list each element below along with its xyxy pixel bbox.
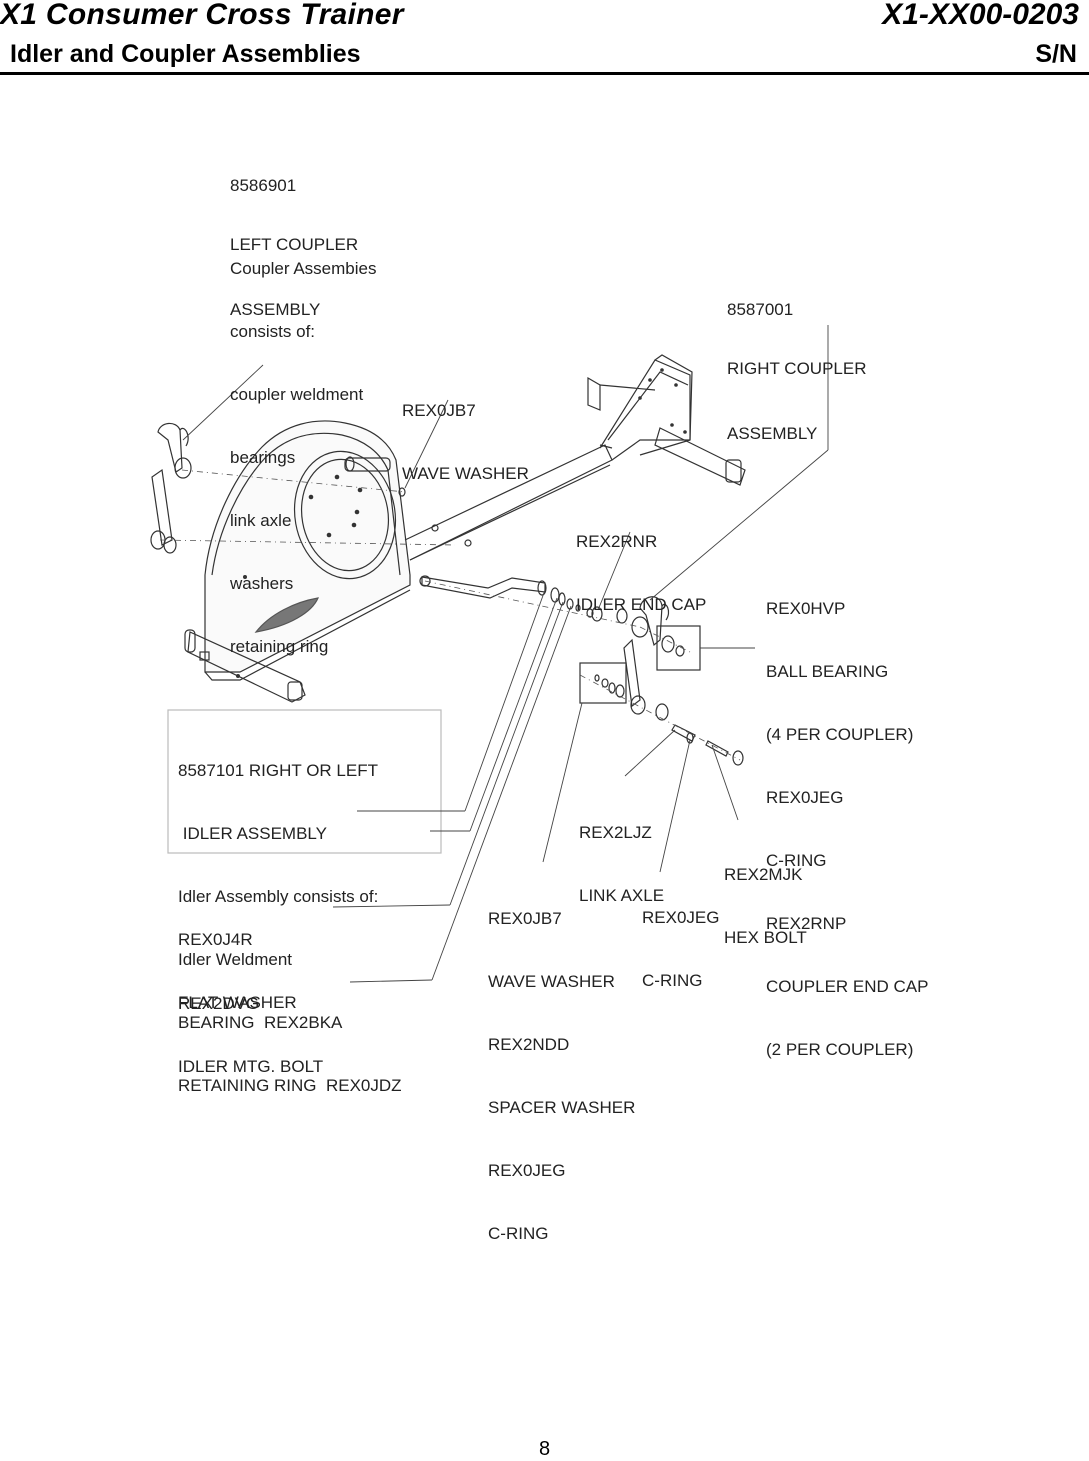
c-ring-detail-box [579, 662, 627, 704]
right-coupler-label: 8587001 RIGHT COUPLER ASSEMBLY [727, 300, 867, 443]
document-title: X1 Consumer Cross Trainer [0, 0, 404, 31]
idler-hardware [537, 580, 603, 622]
section-subtitle: Idler and Coupler Assemblies [10, 40, 361, 68]
idler-arm [419, 575, 546, 599]
link-axle-label: REX2LJZ LINK AXLE [579, 823, 665, 905]
coupler-contents-label: Coupler Assembies consists of: coupler w… [230, 259, 377, 656]
flat-washer-label: REX0J4R FLAT WASHER [178, 930, 297, 1012]
idler-assembly-box [167, 709, 442, 854]
main-beam [404, 444, 613, 561]
part-number: X1-XX00-0203 [882, 0, 1079, 31]
left-coupler [150, 422, 192, 554]
right-stack-label: REX0HVP BALL BEARING (4 PER COUPLER) REX… [766, 599, 929, 1059]
hex-bolt-label: REX2MJK HEX BOLT [724, 865, 807, 947]
serial-number-label: S/N [1035, 40, 1077, 68]
right-coupler [616, 596, 685, 721]
idler-bolt-label: REX2DVG IDLER MTG. BOLT [178, 994, 324, 1076]
wave-washer-top-label: REX0JB7 WAVE WASHER [402, 401, 529, 483]
header-divider [0, 72, 1089, 75]
link-axle-and-bolt [671, 724, 744, 766]
idler-assembly-label: 8587101 RIGHT OR LEFT IDLER ASSEMBLY Idl… [178, 761, 402, 1095]
exploded-view-diagram [150, 325, 829, 983]
c-ring-mid-label: REX0JEG C-RING [642, 908, 720, 990]
lower-hardware [594, 674, 625, 698]
left-coupler-label: 8586901 LEFT COUPLER ASSEMBLY [230, 176, 359, 319]
rear-stabilizer [184, 629, 306, 703]
flywheel-housing [204, 420, 411, 681]
page-number: 8 [538, 1438, 551, 1460]
crank-shaft [344, 456, 406, 497]
front-mast [587, 354, 746, 486]
idler-end-cap-label: REX2RNR IDLER END CAP [576, 532, 707, 614]
lower-stack-label: REX0JB7 WAVE WASHER REX2NDD SPACER WASHE… [488, 909, 636, 1243]
